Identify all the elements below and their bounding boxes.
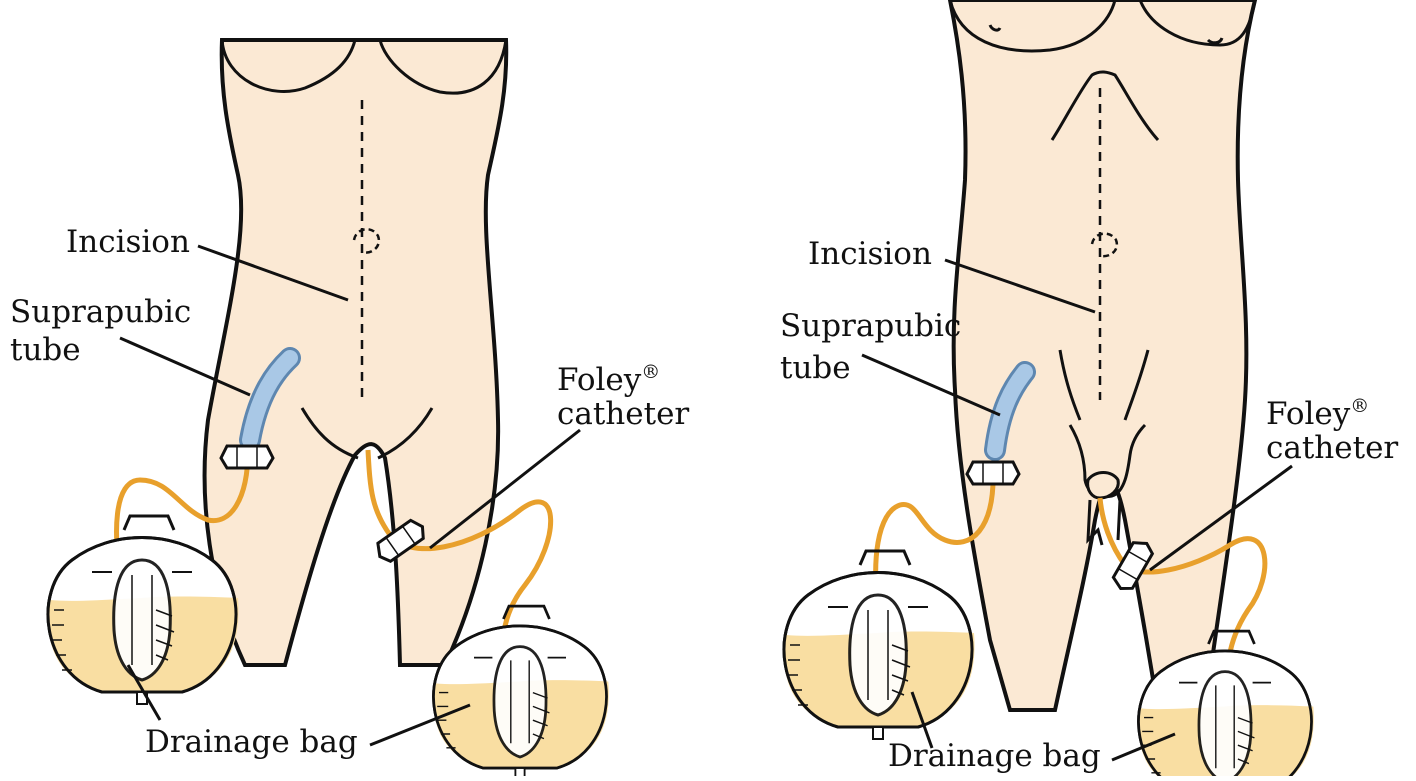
label-catheter: catheter: [1266, 430, 1398, 466]
label-tube: tube: [10, 332, 81, 368]
male-figure: Incision Suprapubic tube Foley® catheter…: [780, 0, 1398, 776]
female-figure: Incision Suprapubic tube Foley® catheter…: [10, 40, 689, 776]
label-drainage-bag: Drainage bag: [145, 724, 358, 760]
label-drainage-bag: Drainage bag: [888, 738, 1101, 774]
suprapubic-clamp: [221, 446, 273, 468]
foley-registered-mark: ®: [641, 361, 660, 383]
foley-registered-mark: ®: [1350, 395, 1369, 417]
glans: [1088, 473, 1119, 499]
female-torso: [205, 40, 507, 665]
label-foley: Foley®: [557, 361, 660, 398]
label-catheter: catheter: [557, 396, 689, 432]
label-tube: tube: [780, 350, 851, 386]
foley-word: Foley: [557, 362, 642, 398]
label-suprapubic: Suprapubic: [10, 294, 191, 330]
suprapubic-clamp: [967, 462, 1019, 484]
label-incision: Incision: [808, 236, 932, 272]
drainage-bag-left: [784, 551, 975, 739]
label-foley: Foley®: [1266, 395, 1369, 432]
label-suprapubic: Suprapubic: [780, 308, 961, 344]
male-torso: [950, 0, 1255, 710]
foley-word: Foley: [1266, 396, 1351, 432]
label-incision: Incision: [66, 224, 190, 260]
